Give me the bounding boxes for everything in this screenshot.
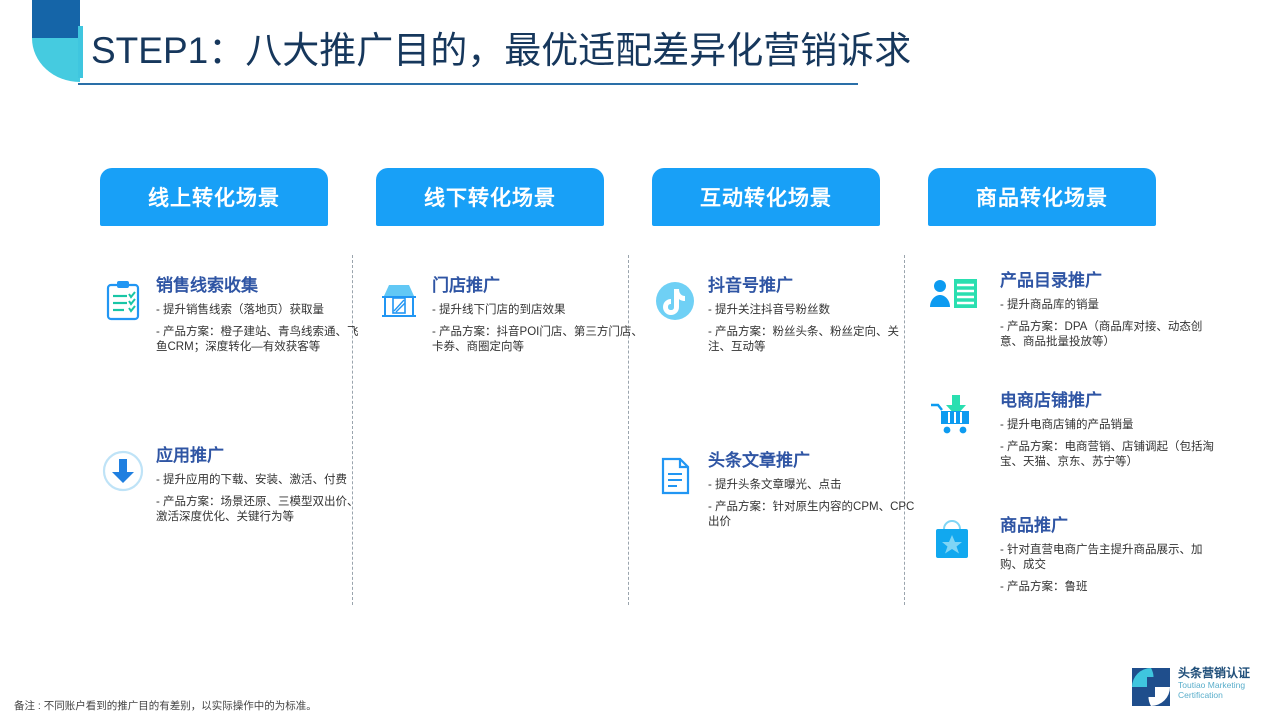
column-header: 商品转化场景 bbox=[928, 168, 1156, 226]
column-online-conversion: 线上转化场景 销售线索收集 - 提升销售线索（落地页）获取量 - 产品方案：橙子… bbox=[100, 168, 376, 523]
title-decoration bbox=[32, 0, 80, 82]
column-interaction-conversion: 互动转化场景 抖音号推广 - 提升关注抖音号粉丝数 - 产品方案：粉丝头条、粉丝… bbox=[652, 168, 928, 528]
decoration-block-dark bbox=[32, 0, 80, 38]
logo-mark-icon bbox=[1132, 668, 1170, 706]
page-title: STEP1：八大推广目的，最优适配差异化营销诉求 bbox=[91, 30, 912, 71]
shopping-cart-icon bbox=[928, 393, 974, 439]
item-line: - 提升销售线索（落地页）获取量 bbox=[156, 304, 325, 316]
item-text: 销售线索收集 - 提升销售线索（落地页）获取量 - 产品方案：橙子建站、青鸟线索… bbox=[156, 274, 370, 362]
logo-text: 头条营销认证 Toutiao Marketing Certification bbox=[1178, 666, 1274, 700]
column-offline-conversion: 线下转化场景 门店推广 - 提升线下门店的到店效果 - 产品方案：抖音POI门店… bbox=[376, 168, 652, 353]
toutiao-logo: 头条营销认证 Toutiao Marketing Certification bbox=[1132, 666, 1272, 710]
catalog-icon bbox=[928, 273, 977, 319]
column-header: 互动转化场景 bbox=[652, 168, 880, 226]
item-heading: 门店推广 bbox=[432, 276, 500, 295]
item-text: 门店推广 - 提升线下门店的到店效果 - 产品方案：抖音POI门店、第三方门店、… bbox=[432, 274, 646, 362]
column-divider-2 bbox=[628, 255, 629, 605]
column-divider-3 bbox=[904, 255, 905, 605]
item-heading: 抖音号推广 bbox=[708, 276, 793, 295]
logo-en-line1: Toutiao Marketing bbox=[1178, 680, 1246, 690]
item-line: - 提升关注抖音号粉丝数 bbox=[708, 304, 831, 316]
item-text: 产品目录推广 - 提升商品库的销量 - 产品方案：DPA（商品库对接、动态创意、… bbox=[1000, 269, 1216, 357]
footer-note: 备注 : 不同账户看到的推广目的有差别，以实际操作中的为标准。 bbox=[14, 700, 317, 712]
item-line: - 产品方案：橙子建站、青鸟线索通、飞鱼CRM；深度转化—有效获客等 bbox=[156, 326, 359, 353]
item-line: - 提升线下门店的到店效果 bbox=[432, 304, 566, 316]
item-text: 头条文章推广 - 提升头条文章曝光、点击 - 产品方案：针对原生内容的CPM、C… bbox=[708, 449, 922, 537]
clipboard-icon bbox=[100, 278, 146, 324]
item-line: - 产品方案：DPA（商品库对接、动态创意、商品批量投放等） bbox=[1000, 321, 1203, 348]
item-heading: 产品目录推广 bbox=[1000, 271, 1102, 290]
title-accent-bar bbox=[78, 26, 83, 78]
column-header: 线上转化场景 bbox=[100, 168, 328, 226]
document-icon bbox=[652, 453, 698, 499]
item-line: - 产品方案：粉丝头条、粉丝定向、关注、互动等 bbox=[708, 326, 900, 353]
item-line: - 提升商品库的销量 bbox=[1000, 299, 1100, 311]
shopping-bag-icon bbox=[928, 518, 974, 564]
item-heading: 应用推广 bbox=[156, 446, 224, 465]
item-line: - 产品方案：场景还原、三模型双出价、激活深度优化、关键行为等 bbox=[156, 496, 359, 523]
item-text: 抖音号推广 - 提升关注抖音号粉丝数 - 产品方案：粉丝头条、粉丝定向、关注、互… bbox=[708, 274, 922, 362]
item-heading: 头条文章推广 bbox=[708, 451, 810, 470]
slide-title-area: STEP1：八大推广目的，最优适配差异化营销诉求 bbox=[78, 24, 911, 86]
item-line: - 提升应用的下载、安装、激活、付费 bbox=[156, 474, 348, 486]
item-heading: 商品推广 bbox=[1000, 516, 1068, 535]
storefront-icon bbox=[376, 278, 422, 324]
column-header: 线下转化场景 bbox=[376, 168, 604, 226]
item-heading: 电商店铺推广 bbox=[1000, 391, 1102, 410]
item-heading: 销售线索收集 bbox=[156, 276, 258, 295]
title-underline bbox=[78, 83, 858, 85]
item-line: - 产品方案：鲁班 bbox=[1000, 581, 1088, 593]
item-text: 商品推广 - 针对直营电商广告主提升商品展示、加购、成交 - 产品方案：鲁班 bbox=[1000, 514, 1216, 602]
column-product-conversion: 商品转化场景 产品目录推广 - 提升商品库的销量 - 产品方案：DPA（商品库对… bbox=[928, 168, 1214, 593]
item-text: 电商店铺推广 - 提升电商店铺的产品销量 - 产品方案：电商营销、店铺调起（包括… bbox=[1000, 389, 1216, 477]
item-text: 应用推广 - 提升应用的下载、安装、激活、付费 - 产品方案：场景还原、三模型双… bbox=[156, 444, 370, 532]
item-line: - 产品方案：电商营销、店铺调起（包括淘宝、天猫、京东、苏宁等） bbox=[1000, 441, 1215, 468]
douyin-icon bbox=[652, 278, 698, 324]
column-divider-1 bbox=[352, 255, 353, 605]
item-line: - 产品方案：抖音POI门店、第三方门店、卡券、商圈定向等 bbox=[432, 326, 643, 353]
item-line: - 提升电商店铺的产品销量 bbox=[1000, 419, 1134, 431]
item-line: - 产品方案：针对原生内容的CPM、CPC出价 bbox=[708, 501, 915, 528]
item-line: - 提升头条文章曝光、点击 bbox=[708, 479, 842, 491]
download-arrow-icon bbox=[100, 448, 146, 494]
item-line: - 针对直营电商广告主提升商品展示、加购、成交 bbox=[1000, 544, 1203, 571]
logo-en-line2: Certification bbox=[1178, 690, 1223, 700]
logo-cn-name: 头条营销认证 bbox=[1178, 666, 1251, 680]
